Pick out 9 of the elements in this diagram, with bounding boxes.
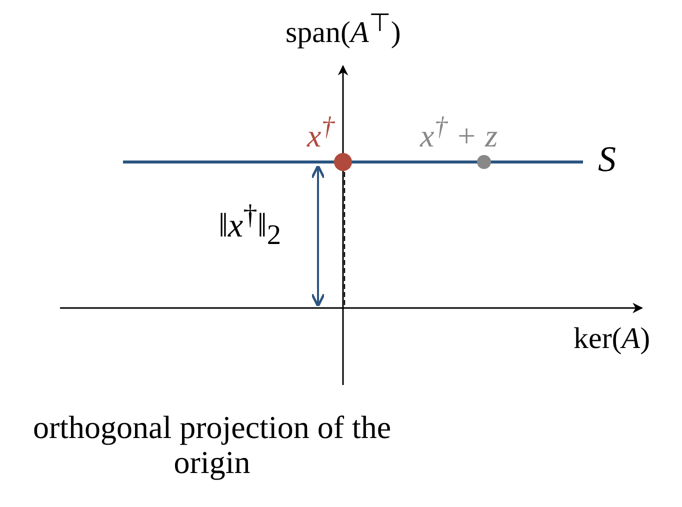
point-label: x$^{†}$ + z <box>420 112 498 154</box>
axis-label: ker(A) <box>574 322 650 355</box>
point-marker <box>334 153 352 171</box>
point-marker <box>477 155 491 169</box>
dimension-label: ‖x$^{†}$‖$_{2}$ <box>218 200 282 252</box>
annotation-text: orthogonal projection of the origin <box>32 410 392 480</box>
set-label: S <box>598 140 616 180</box>
point-label: x$^{†}$ <box>307 112 335 154</box>
axis-label: span(A$^{⊤}$) <box>286 10 401 49</box>
